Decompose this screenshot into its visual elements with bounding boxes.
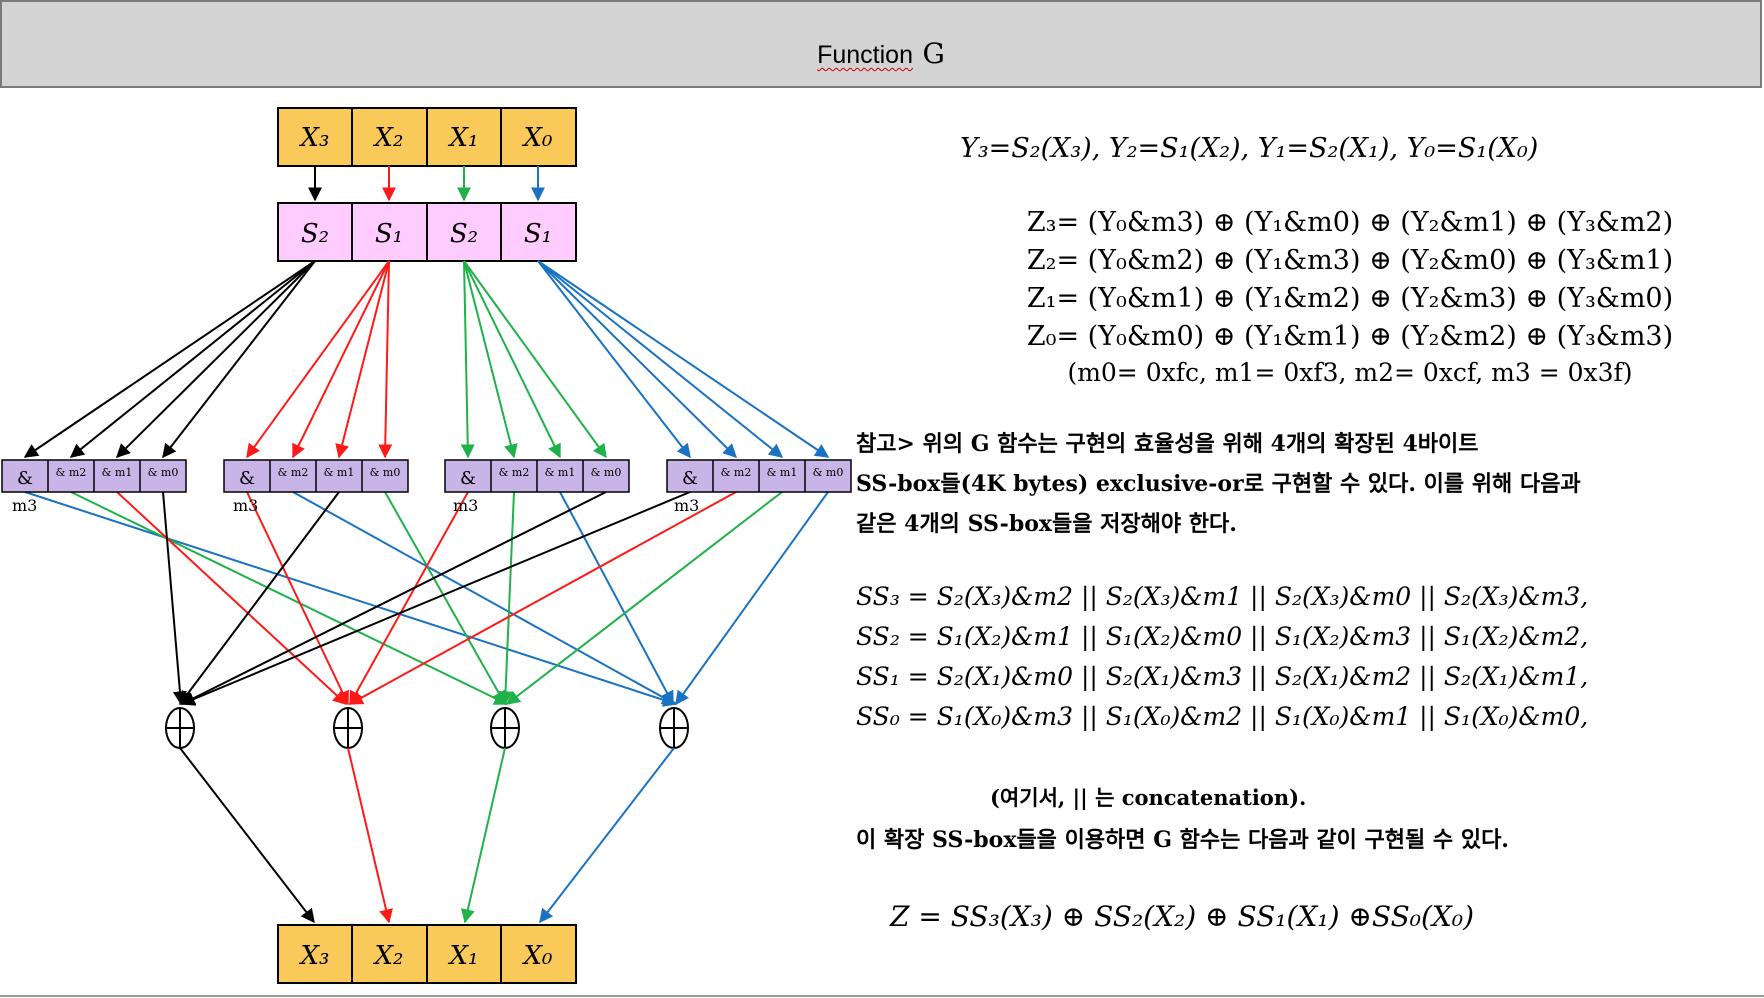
title-bar: Function G [0,0,1762,88]
y-equation: Y₃=S₂(X₃), Y₂=S₁(X₂), Y₁=S₂(X₁), Y₀=S₁(X… [960,133,1539,164]
sbox-s2-a: S₂ [301,219,329,249]
mask-and-label: & [682,468,698,489]
xor-to-output-arrows [179,747,675,924]
note-line-2: SS-box들(4K bytes) exclusive-or로 구현할 수 있다… [856,471,1581,497]
input-x3: X₃ [299,123,330,153]
input-x0: X₀ [522,123,554,153]
output-x3: X₃ [299,941,330,971]
mask-constants: (m0= 0xfc, m1= 0xf3, m2= 0xcf, m3 = 0x3f… [1067,358,1633,387]
note-line-1: 참고> 위의 G 함수는 구현의 효율성을 위해 4개의 확장된 4바이트 [856,431,1479,457]
mask-m0-label: & m0 [148,466,179,479]
title-word: Function [817,41,913,69]
page-title: Function G [2,38,1760,71]
final-equation: Z = SS₃(X₃) ⊕ SS₂(X₂) ⊕ SS₁(X₁) ⊕SS₀(X₀) [890,900,1475,933]
ss3-equation: SS₃ = S₂(X₃)&m2 || S₂(X₃)&m1 || S₂(X₃)&m… [856,582,1589,611]
title-letter: G [922,37,945,70]
mask-m3-sublabel: m3 [12,496,37,515]
mask-and-label: & [239,468,255,489]
input-x1: X₁ [448,123,479,153]
xor-icon [333,707,363,749]
z2-equation: Z₂= (Y₀&m2) ⊕ (Y₁&m3) ⊕ (Y₂&m0) ⊕ (Y₃&m1… [1026,245,1674,276]
xor-icon [659,707,689,749]
sbox-s2-b: S₂ [450,219,478,249]
mask-group-1: & & m2 & m1 & m0 m3 [1,459,187,515]
xor-icon [165,707,195,749]
mask-m1-label: & m1 [102,466,133,479]
mask-m3-sublabel: m3 [453,496,478,515]
output-register: X₃ X₂ X₁ X₀ [277,924,577,984]
mask-m1-label: & m1 [324,466,355,479]
g-function-diagram: X₃ X₂ X₁ X₀ S₂ S₁ S₂ S₁ [1,107,852,984]
bottom-divider [0,995,1764,997]
mask-m2-label: & m2 [56,466,87,479]
output-x1: X₁ [448,941,479,971]
summary-line: 이 확장 SS-box들을 이용하면 G 함수는 다음과 같이 구현될 수 있다… [856,827,1509,853]
mask-group-3: & & m2 & m1 & m0 m3 [444,459,630,515]
note-line-3: 같은 4개의 SS-box들을 저장해야 한다. [856,511,1237,537]
mask-m3-sublabel: m3 [233,496,258,515]
z0-equation: Z₀= (Y₀&m0) ⊕ (Y₁&m1) ⊕ (Y₂&m2) ⊕ (Y₃&m3… [1026,321,1674,352]
output-x0: X₀ [522,941,554,971]
sbox-s1-a: S₁ [375,219,403,249]
sbox-to-mask-arrows [23,260,830,459]
xor-nodes [165,707,689,749]
input-to-sbox-arrows [308,166,545,202]
mask-to-xor-lines [24,491,829,707]
mask-m0-label: & m0 [370,466,401,479]
z1-equation: Z₁= (Y₀&m1) ⊕ (Y₁&m2) ⊕ (Y₂&m3) ⊕ (Y₃&m0… [1026,283,1674,314]
mask-m2-label: & m2 [721,466,752,479]
ss0-equation: SS₀ = S₁(X₀)&m3 || S₁(X₀)&m2 || S₁(X₀)&m… [856,702,1589,731]
mask-m1-label: & m1 [767,466,798,479]
mask-m0-label: & m0 [591,466,622,479]
mask-group-4: & & m2 & m1 & m0 m3 [666,459,852,515]
sbox-s1-b: S₁ [524,219,552,249]
mask-group-2: & & m2 & m1 & m0 m3 [223,459,409,515]
ss2-equation: SS₂ = S₁(X₂)&m1 || S₁(X₂)&m0 || S₁(X₂)&m… [856,622,1589,651]
mask-m0-label: & m0 [813,466,844,479]
mask-m3-sublabel: m3 [674,496,699,515]
z3-equation: Z₃= (Y₀&m3) ⊕ (Y₁&m0) ⊕ (Y₂&m1) ⊕ (Y₃&m2… [1026,207,1674,238]
input-register: X₃ X₂ X₁ X₀ [277,107,577,167]
ss1-equation: SS₁ = S₂(X₁)&m0 || S₂(X₁)&m3 || S₂(X₁)&m… [856,662,1589,691]
mask-and-label: & [460,468,476,489]
mask-m2-label: & m2 [499,466,530,479]
mask-and-label: & [17,468,33,489]
xor-icon [490,707,520,749]
sbox-register: S₂ S₁ S₂ S₁ [277,202,577,262]
mask-m1-label: & m1 [545,466,576,479]
output-x2: X₂ [373,941,404,971]
input-x2: X₂ [373,123,404,153]
mask-m2-label: & m2 [278,466,309,479]
concatenation-note: (여기서, || 는 concatenation). [990,785,1307,810]
